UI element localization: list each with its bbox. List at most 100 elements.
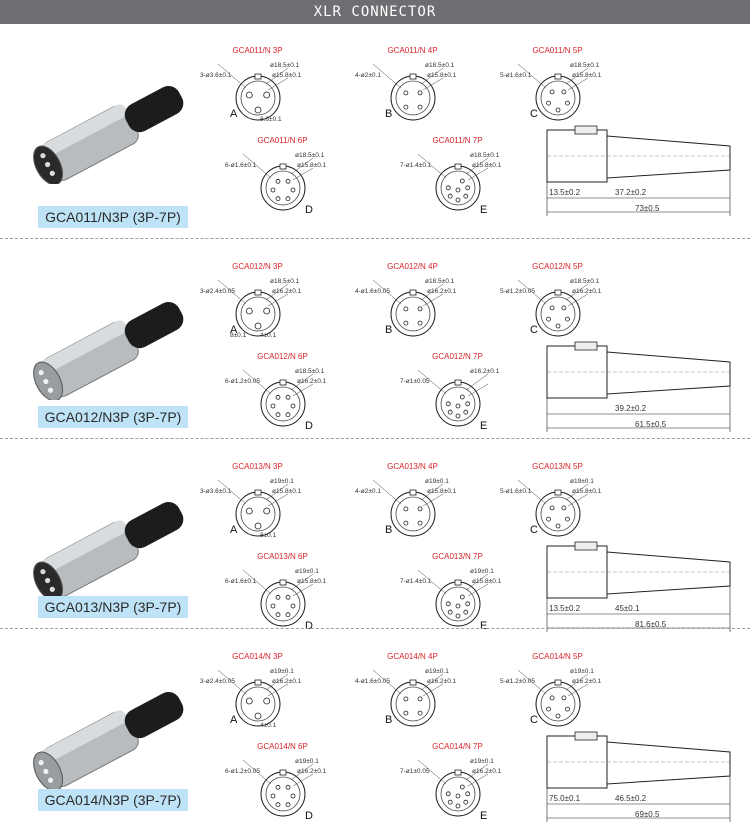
connector-photo: [10, 280, 200, 405]
product-label: GCA013/N3P (3P-7P): [38, 596, 188, 618]
pin-layout-drawing: [217, 669, 289, 727]
diagram-letter: E: [480, 810, 488, 822]
dimension-text: 4-ø1.6±0.05: [355, 288, 391, 295]
dimension-text: 6-ø1.2±0.05: [225, 378, 261, 385]
diagram-letter: C: [530, 714, 538, 726]
dimension-text: ø19±0.1: [470, 568, 494, 575]
dimension-text: 8±0.1: [230, 332, 247, 339]
dimension-text: ø16.2±0.1: [470, 368, 500, 375]
dimension-text: ø16.2±0.1: [472, 768, 502, 775]
body-dimension: 81.6±0.5: [635, 620, 667, 629]
diagram-letter: E: [480, 420, 488, 432]
dimension-text: ø18.5±0.1: [270, 278, 300, 285]
diagram-code: GCA013/N 5P: [532, 462, 583, 471]
diagram-letter: D: [305, 810, 313, 822]
pin-layout-drawing: [372, 669, 444, 727]
dimension-text: 4±0.1: [260, 332, 277, 339]
dimension-text: 4-ø2±0.1: [355, 488, 381, 495]
body-dimension: 13.5±0.2: [549, 604, 581, 613]
dimension-text: ø15.8±0.1: [272, 488, 302, 495]
dimension-text: 3-ø2.4±0.05: [200, 678, 236, 685]
diagram-code: GCA011/N 7P: [432, 136, 483, 145]
pin-layout-drawing: [242, 759, 314, 817]
pin-layout-drawing: [242, 369, 314, 427]
body-dimension: 45±0.1: [615, 604, 640, 613]
dimension-text: 8.6±0.1: [260, 116, 282, 123]
product-label: GCA012/N3P (3P-7P): [38, 406, 188, 428]
diagram-code: GCA012/N 5P: [532, 262, 583, 271]
section-divider: [0, 238, 750, 239]
dimension-text: ø15.8±0.1: [297, 578, 327, 585]
diagram-code: GCA014/N 5P: [532, 652, 583, 661]
pin-layout-drawing: [372, 479, 444, 537]
diagram-code: GCA014/N 7P: [432, 742, 483, 751]
pin-layout-drawing: [242, 153, 314, 211]
dimension-text: ø18.5±0.1: [570, 278, 600, 285]
dimension-text: ø19±0.1: [570, 668, 594, 675]
page-title: XLR CONNECTOR: [313, 4, 437, 20]
dimension-text: ø16.2±0.1: [297, 768, 327, 775]
diagram-code: GCA012/N 7P: [432, 352, 483, 361]
connector-photo: [10, 64, 200, 189]
dimension-text: ø16.2±0.1: [297, 378, 327, 385]
dimension-text: ø19±0.1: [425, 478, 449, 485]
pin-layout-drawing: [417, 369, 489, 427]
dimension-text: ø15.8±0.1: [472, 578, 502, 585]
pin-layout-drawing: [217, 279, 289, 337]
pin-layout-drawing: [217, 63, 289, 121]
dimension-text: 7-ø1.4±0.1: [400, 578, 432, 585]
dimension-text: ø16.2±0.1: [427, 678, 457, 685]
dimension-text: ø15.8±0.1: [297, 162, 327, 169]
diagram-code: GCA013/N 3P: [232, 462, 283, 471]
diagram-letter: A: [230, 324, 238, 336]
dimension-text: ø18.5±0.1: [570, 62, 600, 69]
body-dimension: 46.5±0.2: [615, 794, 647, 803]
dimension-text: ø16.2±0.1: [572, 678, 602, 685]
dimension-text: ø15.8±0.1: [427, 72, 457, 79]
diagram-letter: B: [385, 108, 393, 120]
dimension-text: 5-ø1.2±0.05: [500, 678, 536, 685]
pin-layout-drawing: [242, 569, 314, 627]
section-divider: [0, 438, 750, 439]
diagram-code: GCA011/N 5P: [532, 46, 583, 55]
body-dimension: 73±0.5: [635, 204, 660, 213]
diagram-letter: B: [385, 714, 393, 726]
dimension-text: 6-ø1.6±0.1: [225, 162, 257, 169]
diagram-letter: E: [480, 204, 488, 216]
dimension-text: ø16.2±0.1: [272, 678, 302, 685]
diagram-letter: A: [230, 108, 238, 120]
diagram-letter: A: [230, 524, 238, 536]
dimension-text: ø15.8±0.1: [427, 488, 457, 495]
body-dimension: 39.2±0.2: [615, 404, 647, 413]
dimension-text: 7-ø1±0.05: [400, 378, 430, 385]
diagram-letter: D: [305, 204, 313, 216]
diagram-code: GCA013/N 6P: [257, 552, 308, 561]
dimension-text: 4±0.1: [260, 722, 277, 729]
dimension-text: ø15.8±0.1: [272, 72, 302, 79]
dimension-text: ø18.5±0.1: [470, 152, 500, 159]
dimension-text: 3-ø3.6±0.1: [200, 72, 232, 79]
dimension-text: ø15.8±0.1: [572, 488, 602, 495]
diagram-code: GCA012/N 3P: [232, 262, 283, 271]
dimension-text: 3-ø2.4±0.05: [200, 288, 236, 295]
diagram-letter: E: [480, 620, 488, 632]
diagram-letter: C: [530, 324, 538, 336]
dimension-text: 6-ø1.2±0.05: [225, 768, 261, 775]
pin-layout-drawing: [217, 479, 289, 537]
